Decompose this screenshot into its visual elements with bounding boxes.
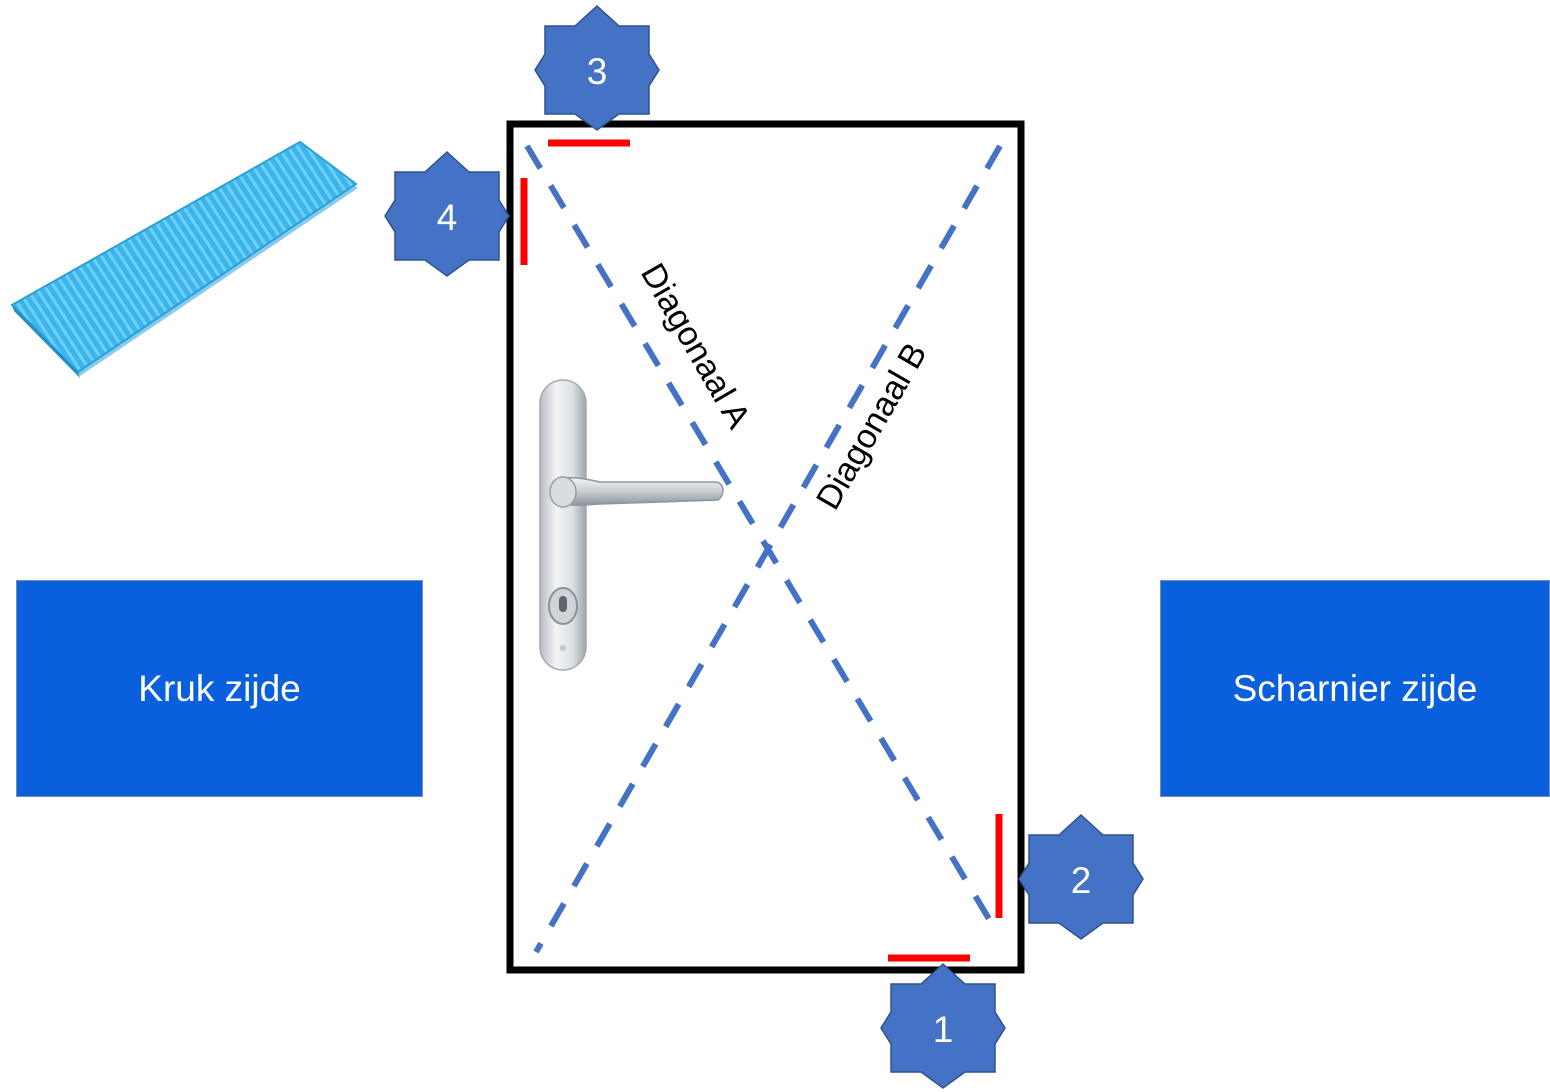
marker-4: 4	[384, 150, 510, 277]
handle-side-label: Kruk zijde	[138, 667, 301, 709]
marker-1: 1	[880, 962, 1006, 1089]
diagonal-a-label: Diagonaal A	[633, 257, 758, 435]
hinge-side-box: Scharnier zijde	[1160, 580, 1550, 797]
diagonal-b-line	[533, 144, 1003, 954]
handle-side-box: Kruk zijde	[16, 580, 423, 797]
marker-3: 3	[534, 4, 660, 131]
marker-4-label: 4	[437, 197, 458, 238]
hinge-side-label: Scharnier zijde	[1232, 667, 1478, 709]
diagonal-a-line	[524, 144, 995, 926]
marker-2: 2	[1018, 813, 1144, 940]
door-leaf	[506, 120, 1025, 974]
marker-1-label: 1	[933, 1009, 954, 1050]
marker-3-label: 3	[587, 51, 608, 92]
marker-2-label: 2	[1071, 860, 1092, 901]
shim-icon	[10, 140, 358, 378]
door-handle-icon	[539, 379, 724, 671]
